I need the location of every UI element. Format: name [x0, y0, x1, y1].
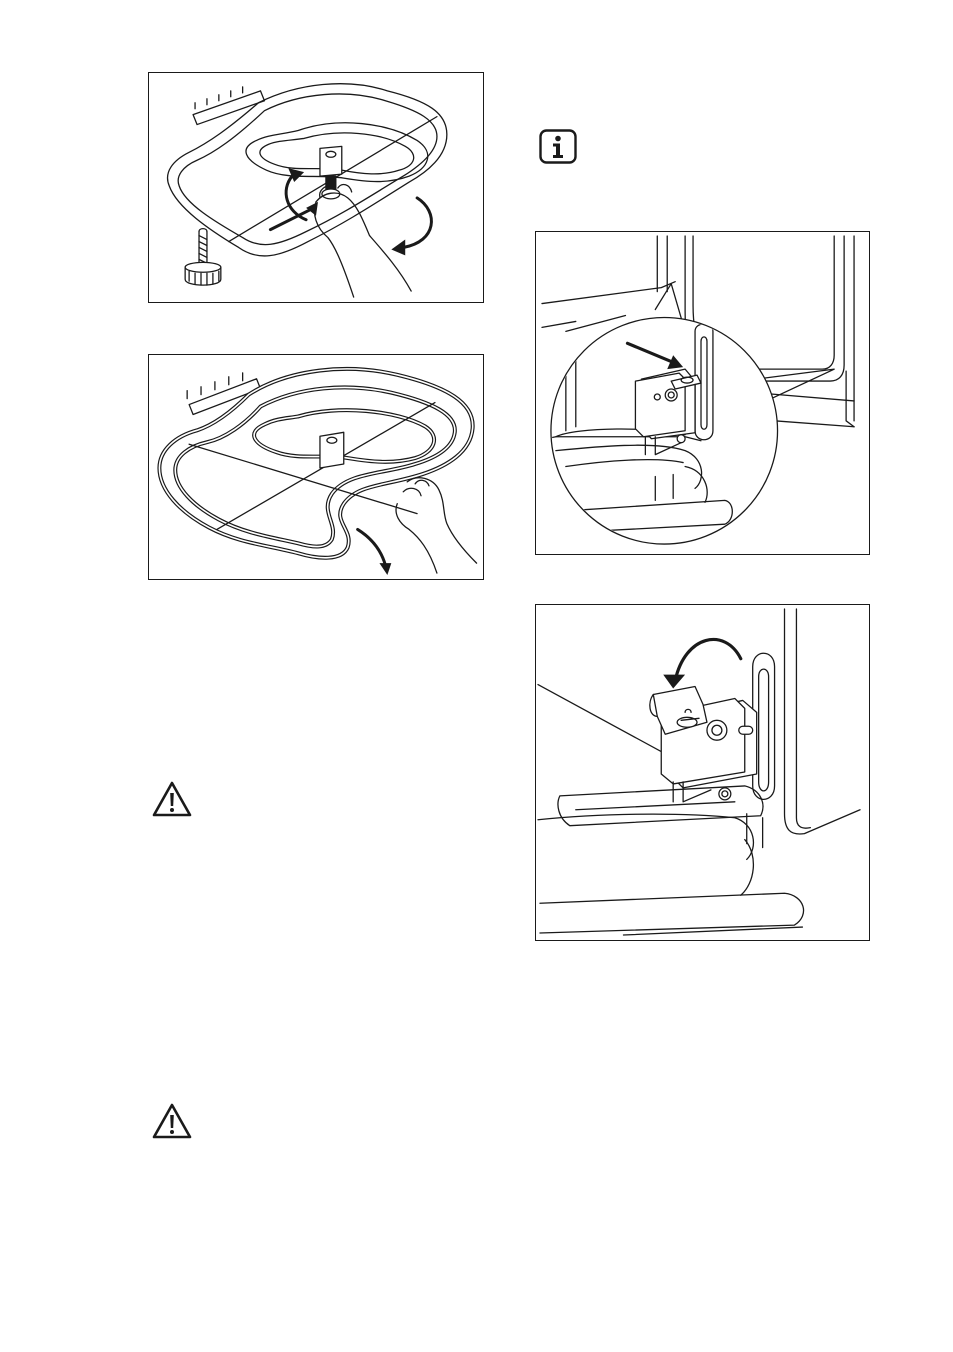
warning-icon — [151, 780, 193, 818]
info-icon — [539, 129, 577, 164]
grill-heater-screw-removal-illustration — [148, 72, 484, 303]
door-hinge-lever-rotate-illustration — [535, 604, 870, 941]
door-hinge-lever-release-illustration — [535, 231, 870, 555]
warning-icon — [151, 1102, 193, 1140]
grill-heater-fold-down-illustration — [148, 354, 484, 580]
